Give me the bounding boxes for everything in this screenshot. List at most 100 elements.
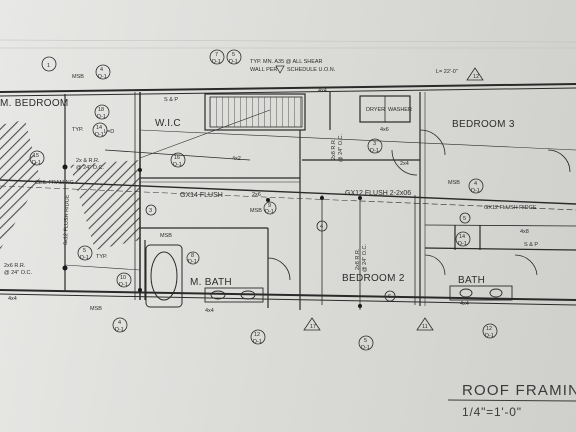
note-rr-left-oc: @ 24" O.C. — [4, 270, 32, 276]
detail-bubble — [41, 56, 57, 72]
room-labels: M. BEDROOM W.I.C BEDROOM 3 BEDROOM 2 M. … — [0, 98, 515, 288]
detail-bubble — [186, 251, 200, 265]
bubble-number: 4 — [118, 320, 121, 326]
note-msb-e: MSB — [90, 306, 102, 312]
room-label-m-bath: M. BATH — [190, 277, 232, 288]
note-msb-a: MSB — [72, 74, 84, 80]
bubble-number: 4 — [100, 67, 103, 73]
note-rr-top: 2x & R.R. — [76, 158, 100, 164]
bathtub — [145, 244, 183, 308]
bubble-number: 14 — [459, 234, 465, 240]
bubble-sheet: D-1 — [361, 345, 370, 351]
note-rr-vert2-oc: @ 24" O.C. — [362, 244, 368, 272]
bubble-number: 3 — [149, 208, 152, 214]
title-underline — [447, 399, 576, 402]
bubble-number: 5 — [463, 216, 466, 222]
room-label-bath: BATH — [458, 275, 485, 286]
detail-bubble — [170, 152, 186, 168]
note-rr-vert2: 2x8 R.R. — [355, 248, 361, 270]
note-schedule: SCHEDULE U.O.N. — [287, 67, 336, 73]
detail-bubble — [145, 204, 157, 216]
room-label-wic: W.I.C — [155, 118, 181, 129]
detail-bubble — [95, 64, 111, 80]
bubble-sheet: D-1 — [98, 74, 107, 80]
note-4x8: 4x8 — [520, 229, 529, 235]
bubble-number: 10 — [120, 275, 126, 281]
post-markers — [62, 164, 362, 308]
note-msb-c: MSB — [250, 208, 262, 214]
bubble-sheet: D-1 — [115, 327, 124, 333]
bubble-sheet: D-1 — [32, 160, 41, 166]
note-4x6: 4x6 — [380, 127, 389, 133]
bubble-number: 18 — [98, 107, 104, 113]
bubble-number: 4 — [474, 181, 477, 187]
note-4x4-bath: 4x4 — [205, 308, 214, 314]
section-triangle-icon — [303, 317, 321, 331]
bubble-number: 17 — [310, 324, 316, 330]
note-typ-b: TYP. — [96, 254, 108, 260]
detail-bubble — [263, 201, 277, 215]
bubble-number: 12 — [486, 326, 492, 332]
note-4x2: 4x2 — [232, 156, 241, 162]
bubble-sheet: D-1 — [265, 209, 274, 215]
detail-bubble — [455, 231, 471, 247]
bubble-sheet: D-1 — [253, 339, 262, 345]
door-swings — [267, 129, 571, 281]
washer-label: WASHER — [388, 107, 412, 113]
detail-bubble — [116, 272, 132, 288]
detail-bubble — [209, 49, 225, 65]
bubble-sheet: D-1 — [173, 162, 182, 168]
detail-bubble — [94, 104, 110, 120]
detail-bubble — [29, 150, 45, 166]
bubble-number: 15 — [33, 153, 39, 159]
detail-bubble — [250, 329, 266, 345]
room-label-bedroom2: BEDROOM 2 — [342, 273, 405, 284]
framing-notes: TYP. MN. A35 @ ALL SHEAR WALL PER SCHEDU… — [4, 59, 538, 314]
section-triangle-icon — [416, 317, 434, 331]
sinks — [204, 285, 513, 303]
detail-bubble — [459, 212, 471, 224]
room-label-bedroom3: BEDROOM 3 — [452, 119, 515, 130]
detail-bubble — [468, 178, 484, 194]
detail-bubble — [77, 245, 93, 261]
note-rr-top-oc: @ 24" O.C. — [76, 165, 104, 171]
drawing-title: ROOF FRAMING — [462, 382, 576, 399]
note-sp-top: S & P — [164, 97, 178, 103]
detail-bubble — [92, 122, 108, 138]
detail-bubble — [112, 317, 128, 333]
note-flush-ridge-left: 6x12 FLUSH RIDGE — [63, 194, 71, 245]
bubble-sheet: D-1 — [80, 255, 89, 261]
sheet-border-lines — [0, 39, 576, 49]
stair-treads — [209, 96, 303, 128]
bubble-number: 12 — [473, 74, 479, 80]
bubble-number: 3 — [373, 141, 376, 147]
note-flush-left: GX14 FLUSH — [180, 192, 223, 199]
note-elevation: L= 22'-0" — [436, 69, 458, 75]
detail-bubble — [316, 220, 328, 232]
drawing-scale: 1/4"=1'-0" — [462, 405, 522, 419]
note-msb-d: MSB — [448, 180, 460, 186]
detail-bubble — [482, 323, 498, 339]
bubble-sheet: D-1 — [188, 259, 197, 265]
note-flush-mid: GX12 FLUSH 2-2x06 — [345, 190, 411, 197]
note-rr-left: 2x6 R.R. — [4, 263, 26, 269]
bubble-number: 7 — [215, 52, 218, 58]
bubble-sheet: D-1 — [471, 188, 480, 194]
note-ld: L=D — [104, 129, 114, 135]
bubble-number: 9 — [268, 203, 271, 209]
bubble-number: 8 — [191, 253, 194, 259]
note-rr-vert1-oc: @ 24" O.C. — [338, 134, 344, 162]
bubble-sheet: D-1 — [97, 114, 106, 120]
note-typ-a: TYP. — [72, 127, 84, 133]
section-triangle-icon — [466, 67, 484, 81]
note-typ-shear: TYP. MN. A35 @ ALL SHEAR — [250, 59, 323, 65]
hatched-roof-area — [0, 120, 140, 250]
note-wall-per: WALL PER — [250, 67, 277, 73]
note-4x4-top: 4x4 — [318, 88, 327, 94]
bubble-number: 1 — [47, 63, 50, 69]
note-4x4-right: 4x4 — [460, 301, 469, 307]
note-flush-ridge-right: GX12 FLUSH RIDGE — [484, 205, 537, 211]
note-sp-right: S & P — [524, 242, 538, 248]
